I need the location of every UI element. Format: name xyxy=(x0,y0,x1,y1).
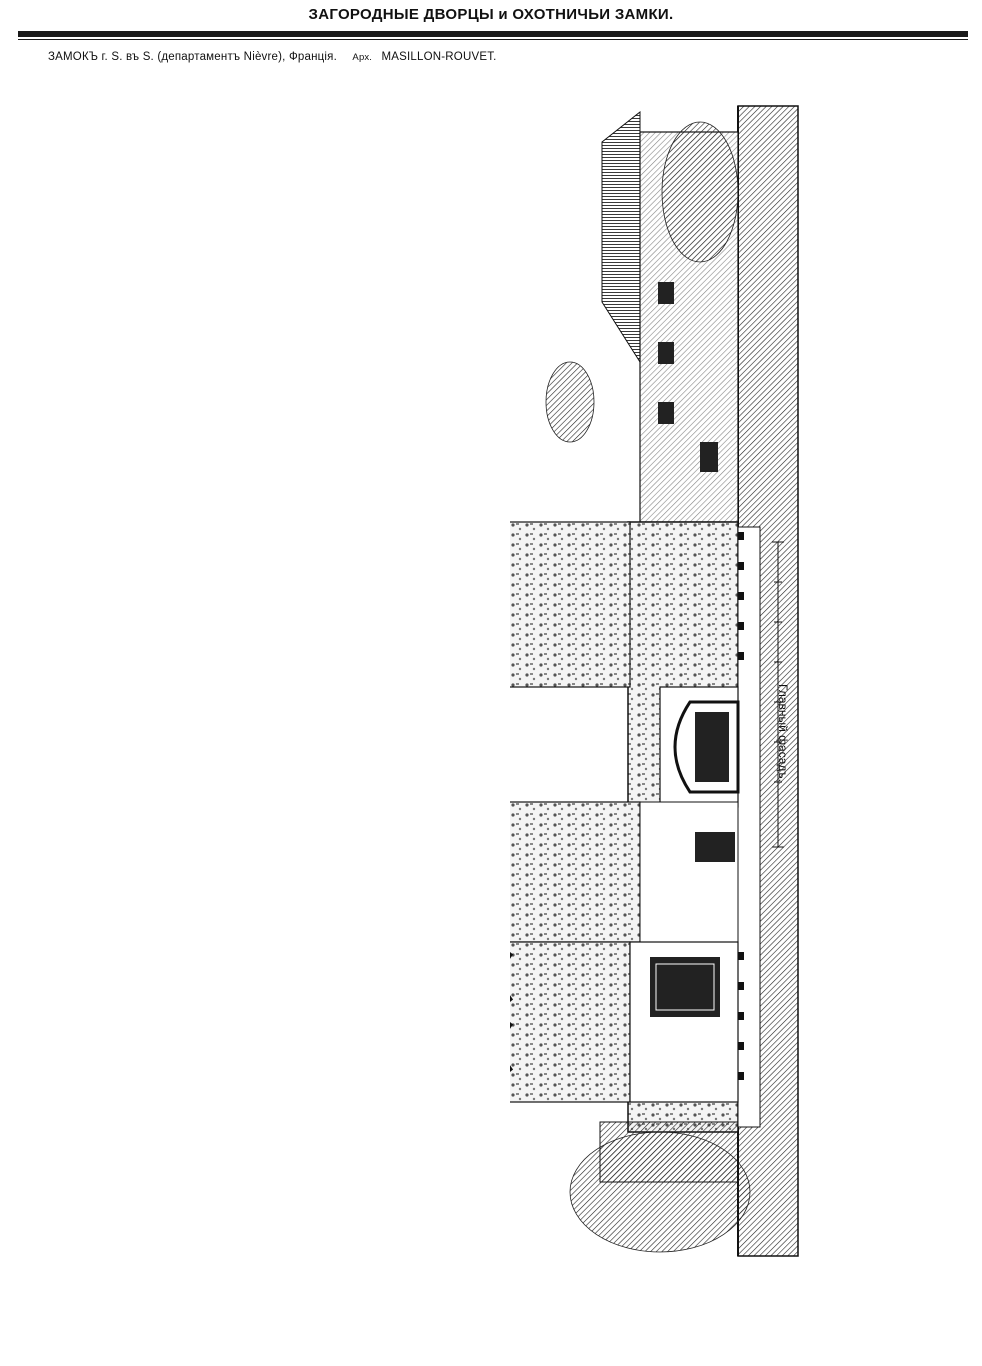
plate-caption: ЗАМОКЪ г. S. въ S. (департаментъ Nièvre)… xyxy=(48,51,497,63)
rear-pavilion-roof xyxy=(601,110,641,364)
facade-label: Главный фасадъ. xyxy=(772,626,790,782)
caption-architect-label: Арх. xyxy=(352,52,373,63)
caption-architect: MASILLON-ROUVET. xyxy=(381,51,497,63)
scale-bar xyxy=(772,541,784,848)
facade-label-text: Главный фасадъ. xyxy=(776,684,790,782)
caption-subject: ЗАМОКЪ г. S. въ S. (департаментъ Nièvre)… xyxy=(48,51,337,63)
facade-drawing-svg xyxy=(510,105,799,1257)
tree-top xyxy=(661,121,739,263)
page-header: ЗАГОРОДНЫЕ ДВОРЦЫ и ОХОТНИЧЬИ ЗАМКИ. xyxy=(0,0,982,30)
header-rule-thin xyxy=(18,39,968,40)
facade-drawing xyxy=(510,102,802,1260)
stair-tower xyxy=(510,801,641,943)
upper-wing xyxy=(510,521,631,688)
battlements xyxy=(738,532,744,1080)
page-title: ЗАГОРОДНЫЕ ДВОРЦЫ и ОХОТНИЧЬИ ЗАМКИ. xyxy=(308,6,674,23)
lower-wing xyxy=(510,941,631,1103)
header-rule-thick xyxy=(18,31,968,37)
